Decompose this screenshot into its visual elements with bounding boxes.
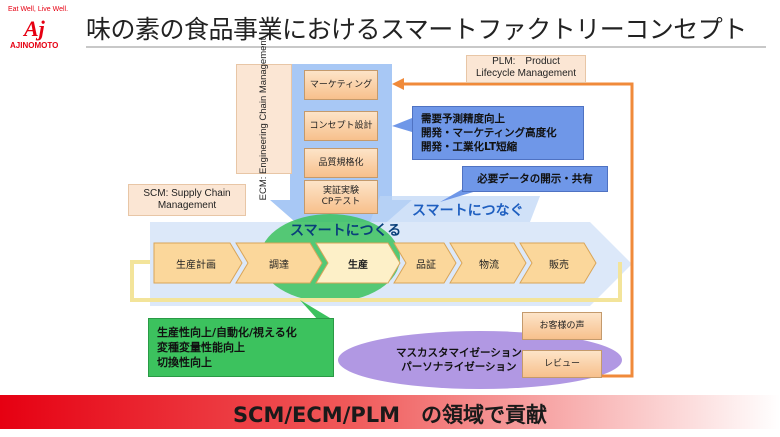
benefit-item: 生産性向上/自動化/視える化 (157, 326, 297, 339)
benefit-item: 変種変量性能向上 (157, 341, 245, 354)
logo-tagline: Eat Well, Live Well. (8, 6, 69, 13)
scm-stage-procurement: 調達 (269, 259, 289, 271)
benefit-item: 開発・工業化LT短縮 (421, 141, 518, 153)
personalization-line1: マスカスタマイゼーション (396, 347, 522, 359)
page-title: 味の素の食品事業におけるスマートファクトリーコンセプト (86, 15, 747, 44)
plm-label-line2: Lifecycle Management (475, 68, 577, 79)
ecm-stage-concept: コンセプト設計 (304, 111, 378, 141)
ecm-label-box: ECM: Engineering Chain Management (236, 38, 292, 200)
personalization-label: マスカスタマイゼーション パーソナライゼーション (396, 346, 522, 374)
title-divider (86, 46, 766, 48)
plm-loop-arrowhead (392, 78, 404, 90)
footer-caption: SCM/ECM/PLM の領域で貢献 (232, 403, 548, 427)
plm-label-box: PLM: Product Lifecycle Management (466, 55, 586, 83)
benefit-item: 切換性向上 (157, 356, 212, 369)
feedback-loop (130, 260, 622, 302)
scm-label-box: SCM: Supply Chain Management (128, 184, 246, 216)
plm-stage-review: レビュー (522, 350, 602, 378)
ecm-label: ECM: Engineering Chain Management (258, 37, 269, 201)
chevron-1 (153, 242, 243, 284)
callout-pointer-top (392, 118, 412, 132)
scm-stage-production: 生産 (348, 259, 368, 271)
plm-label-line1: PLM: Product (492, 56, 560, 67)
smart-tsunagu-label: スマートにつなぐ (412, 203, 524, 219)
benefit-note-ecm: 需要予測精度向上 開発・マーケティング高度化 開発・工業化LT短縮 (412, 106, 584, 160)
plm-stage-customer-voice: お客様の声 (522, 312, 602, 340)
benefit-item: 需要予測精度向上 (421, 113, 505, 125)
logo-name: AJINOMOTO (10, 41, 59, 50)
chevron-6 (519, 242, 597, 284)
tsunagu-banner (370, 196, 540, 222)
scm-label-line1: SCM: Supply Chain (143, 188, 231, 199)
chevron-2 (235, 242, 323, 284)
ecm-stage-marketing: マーケティング (304, 70, 378, 100)
scm-stage-logistics: 物流 (479, 259, 499, 271)
chevron-3 (315, 242, 401, 284)
chevron-4 (393, 242, 457, 284)
scm-stage-qa: 品証 (416, 259, 436, 271)
chevron-5 (449, 242, 527, 284)
scm-stage-plan: 生産計画 (176, 259, 216, 271)
scm-label-line2: Management (157, 200, 217, 211)
benefit-item: 開発・マーケティング高度化 (421, 127, 557, 139)
ecm-stage-test: 実証実験 CPテスト (304, 180, 378, 214)
ecm-stage-quality: 品質規格化 (304, 148, 378, 178)
footer-bar (0, 395, 780, 429)
logo-mark: Aj (24, 16, 45, 41)
benefit-note-production: 生産性向上/自動化/視える化 変種変量性能向上 切換性向上 (148, 318, 334, 377)
callout-pointer-green (300, 300, 330, 320)
data-sharing-note: 必要データの開示・共有 (462, 166, 608, 192)
personalization-line2: パーソナライゼーション (401, 361, 517, 373)
scm-stage-sales: 販売 (549, 259, 569, 271)
ajinomoto-logo: Eat Well, Live Well. Aj AJINOMOTO (8, 6, 78, 50)
smart-tsukuru-label: スマートにつくる (290, 223, 402, 239)
